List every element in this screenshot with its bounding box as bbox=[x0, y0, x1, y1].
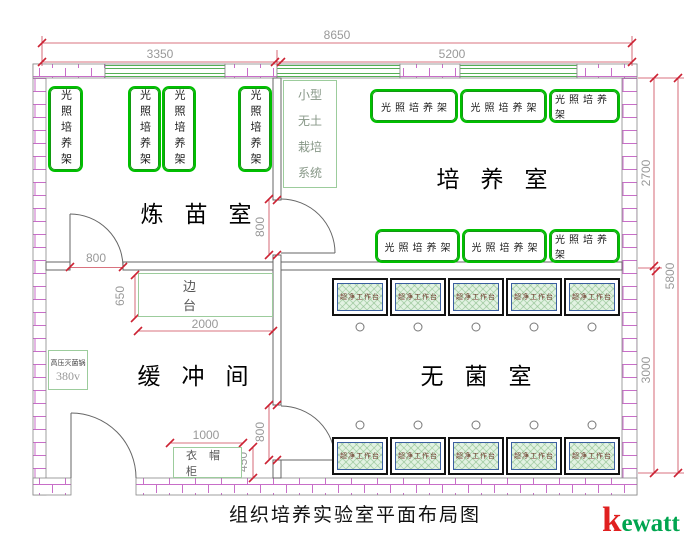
clean-bench-label: 超净工作台 bbox=[569, 442, 615, 470]
door-sterile-arc bbox=[280, 405, 336, 461]
soilless-line: 栽培 bbox=[297, 140, 322, 154]
dimension-ticks bbox=[37, 38, 683, 483]
door-hardening-arc bbox=[69, 213, 124, 268]
clean-bench: 超净工作台 bbox=[448, 278, 504, 316]
clean-bench-label: 超净工作台 bbox=[569, 283, 615, 311]
light-rack: 光照培养架 bbox=[238, 86, 272, 172]
dim-right-overall: 5800 bbox=[663, 262, 677, 289]
stools bbox=[355, 322, 597, 430]
wall-bottom bbox=[135, 477, 638, 496]
wall-vertical-divider bbox=[272, 77, 282, 201]
clean-bench-label: 超净工作台 bbox=[511, 442, 557, 470]
wall-horizontal-divider bbox=[45, 261, 71, 271]
light-rack: 光照培养架 bbox=[460, 89, 547, 123]
window-top bbox=[104, 63, 226, 79]
dim-sterile-depth: 3000 bbox=[639, 356, 653, 383]
stool bbox=[529, 322, 539, 332]
wardrobe-cabinet: 衣帽柜 bbox=[173, 447, 242, 478]
logo-first-letter: k bbox=[602, 500, 622, 539]
stool bbox=[413, 420, 423, 430]
wall-top-brick bbox=[224, 63, 278, 79]
dimension-lines bbox=[41, 36, 684, 478]
light-rack: 光照培养架 bbox=[48, 86, 83, 172]
dim-sterile-door: 800 bbox=[253, 422, 267, 442]
stool bbox=[355, 420, 365, 430]
window-top bbox=[276, 63, 401, 79]
stool bbox=[471, 420, 481, 430]
light-rack: 光照培养架 bbox=[370, 89, 458, 123]
light-rack: 光照培养架 bbox=[462, 229, 547, 263]
dim-overall-width: 8650 bbox=[324, 28, 351, 42]
dim-hardening-door: 800 bbox=[86, 251, 106, 265]
light-rack: 光照培养架 bbox=[128, 86, 161, 172]
soilless-system-box: 小型 无土 栽培 系统 bbox=[283, 80, 337, 188]
autoclave-label: 高压灭菌锅 bbox=[50, 359, 86, 367]
wall-bottom bbox=[32, 477, 72, 496]
wall-right bbox=[621, 63, 638, 496]
clean-bench: 超净工作台 bbox=[506, 437, 562, 475]
door-culture-arc bbox=[280, 198, 336, 254]
clean-bench: 超净工作台 bbox=[332, 278, 388, 316]
autoclave-voltage: 380v bbox=[56, 369, 80, 383]
clean-bench: 超净工作台 bbox=[448, 437, 504, 475]
stool bbox=[529, 420, 539, 430]
wall-top-brick bbox=[576, 63, 638, 79]
soilless-line: 系统 bbox=[297, 166, 322, 180]
wall-top-brick bbox=[399, 63, 461, 79]
clean-bench: 超净工作台 bbox=[506, 278, 562, 316]
dim-culture-width: 5200 bbox=[439, 47, 466, 61]
light-rack: 光照培养架 bbox=[375, 229, 460, 263]
wall-left bbox=[32, 63, 47, 496]
room-label-culture: 培养室 bbox=[436, 167, 569, 192]
stool bbox=[471, 322, 481, 332]
stool bbox=[587, 420, 597, 430]
clean-bench-label: 超净工作台 bbox=[395, 283, 441, 311]
stool bbox=[413, 322, 423, 332]
room-label-hardening: 炼苗室 bbox=[140, 202, 273, 227]
dim-culture-depth: 2700 bbox=[639, 159, 653, 186]
clean-bench-label: 超净工作台 bbox=[395, 442, 441, 470]
light-rack: 光照培养架 bbox=[549, 89, 620, 123]
light-rack: 光照培养架 bbox=[549, 229, 620, 263]
drawing-title: 组织培养实验室平面布局图 bbox=[228, 505, 482, 526]
dim-hardening-width: 3350 bbox=[147, 47, 174, 61]
wall-horizontal-divider bbox=[280, 261, 623, 271]
clean-bench: 超净工作台 bbox=[564, 437, 620, 475]
soilless-line: 小型 bbox=[297, 88, 322, 102]
dim-side-bench-depth: 650 bbox=[113, 286, 127, 306]
dim-wardrobe-length: 1000 bbox=[193, 428, 220, 442]
dim-culture-door: 800 bbox=[253, 217, 267, 237]
clean-bench-label: 超净工作台 bbox=[453, 442, 499, 470]
room-label-sterile: 无菌室 bbox=[420, 364, 553, 389]
clean-bench-label: 超净工作台 bbox=[337, 442, 383, 470]
clean-bench: 超净工作台 bbox=[390, 437, 446, 475]
wall-horizontal-divider bbox=[122, 261, 274, 271]
stool bbox=[355, 322, 365, 332]
clean-bench-label: 超净工作台 bbox=[511, 283, 557, 311]
wall-top-brick bbox=[32, 63, 106, 79]
side-bench: 边台 bbox=[138, 273, 273, 317]
clean-bench-label: 超净工作台 bbox=[337, 283, 383, 311]
room-label-buffer: 缓冲间 bbox=[137, 364, 270, 389]
autoclave-box: 高压灭菌锅 380v bbox=[48, 350, 88, 390]
door-exterior-arc bbox=[70, 412, 137, 479]
window-top bbox=[459, 63, 578, 79]
kewatt-logo: kewatt bbox=[602, 500, 680, 540]
clean-bench: 超净工作台 bbox=[332, 437, 388, 475]
doors bbox=[69, 198, 336, 479]
light-rack: 光照培养架 bbox=[162, 86, 196, 172]
clean-bench-label: 超净工作台 bbox=[453, 283, 499, 311]
soilless-line: 无土 bbox=[297, 114, 322, 128]
clean-bench: 超净工作台 bbox=[390, 278, 446, 316]
exterior-walls bbox=[32, 63, 638, 496]
clean-bench: 超净工作台 bbox=[564, 278, 620, 316]
logo-rest: ewatt bbox=[621, 510, 680, 537]
dim-side-bench-length: 2000 bbox=[192, 317, 219, 331]
stool bbox=[587, 322, 597, 332]
